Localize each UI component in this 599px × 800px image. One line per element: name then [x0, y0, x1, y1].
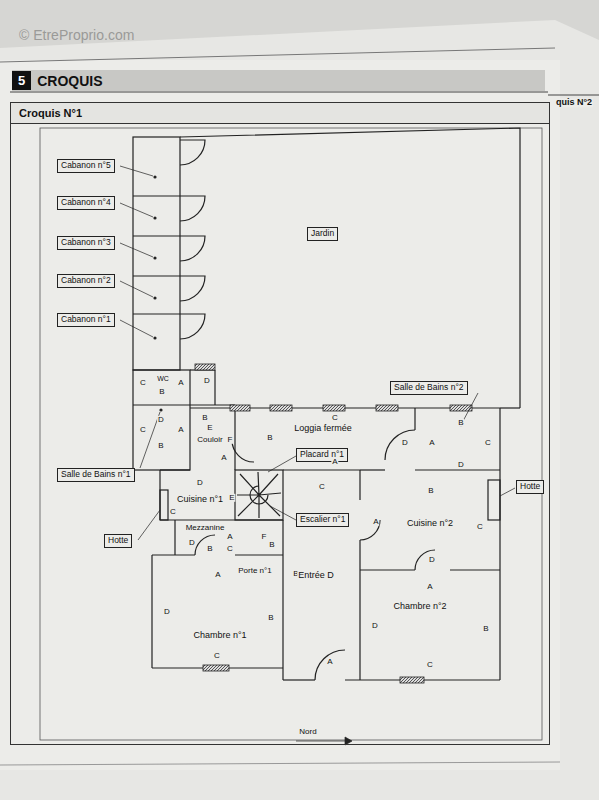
- plan-label: E: [228, 494, 235, 502]
- room-label-box: Cabanon n°2: [57, 274, 115, 288]
- plan-label: Chambre n°1: [192, 631, 247, 640]
- plan-label: A: [177, 426, 184, 434]
- plan-label: A: [326, 658, 333, 666]
- room-label-box: Hotte: [104, 534, 132, 548]
- watermark: © EtreProprio.com: [18, 28, 135, 43]
- box-label: Salle de Bains n°2: [394, 382, 464, 392]
- plan-label: C: [476, 523, 484, 531]
- plan-label: Porte n°1: [237, 567, 272, 575]
- plan-label: A: [331, 458, 338, 466]
- room-label-box: Escalier n°1: [296, 513, 349, 527]
- room-label-box: Cabanon n°3: [57, 236, 115, 250]
- plan-label: D: [401, 439, 409, 447]
- box-label: Cabanon n°4: [61, 197, 111, 207]
- room-label-box: Placard n°1: [296, 448, 348, 462]
- plan-label: C: [226, 545, 234, 553]
- box-label: Cabanon n°5: [61, 160, 111, 170]
- plan-label: WC: [156, 375, 170, 382]
- box-label: Jardin: [311, 228, 334, 238]
- plan-label: A: [177, 379, 184, 387]
- plan-label: B: [267, 614, 274, 622]
- plan-label: Chambre n°2: [392, 602, 447, 611]
- plan-label: D: [157, 416, 165, 424]
- next-sketch-title: quis N°2: [555, 98, 593, 107]
- plan-label: B: [206, 545, 213, 553]
- plan-label: B: [201, 414, 208, 422]
- box-label: Cabanon n°2: [61, 275, 111, 285]
- box-label: Cabanon n°1: [61, 314, 111, 324]
- room-label-box: Jardin: [307, 227, 338, 241]
- plan-label: D: [196, 479, 204, 487]
- section-title: CROQUIS: [37, 73, 102, 89]
- plan-label: C: [484, 439, 492, 447]
- section-band: 5 CROQUIS: [12, 70, 545, 91]
- plan-label: A: [214, 571, 221, 579]
- plan-label: C: [318, 483, 326, 491]
- plan-label: Cuisine n°2: [406, 519, 454, 528]
- box-label: Escalier n°1: [300, 514, 345, 524]
- plan-label: D: [163, 608, 171, 616]
- plan-label: A: [428, 439, 435, 447]
- plan-label: C: [139, 379, 147, 387]
- plan-label: B: [266, 434, 273, 442]
- plan-label: B: [427, 487, 434, 495]
- plan-label: C: [169, 508, 177, 516]
- plan-label: E: [206, 424, 213, 432]
- plan-label: B: [157, 442, 164, 450]
- section-number: 5: [12, 71, 31, 90]
- plan-label: Loggia fermée: [293, 424, 353, 433]
- plan-label: A: [220, 454, 227, 462]
- room-label-box: Cabanon n°1: [57, 313, 115, 327]
- plan-label: C: [331, 414, 339, 422]
- plan-label: Entrée D: [297, 571, 335, 580]
- panel-title: Croquis N°1: [11, 103, 549, 124]
- plan-label: F: [227, 436, 234, 444]
- plan-label: B: [482, 625, 489, 633]
- room-label-box: Salle de Bains n°2: [390, 381, 468, 395]
- room-label-box: Cabanon n°4: [57, 196, 115, 210]
- plan-label: A: [372, 518, 379, 526]
- box-label: Hotte: [520, 481, 540, 491]
- plan-label: D: [203, 377, 211, 385]
- plan-label: B: [158, 388, 165, 396]
- plan-label: D: [371, 622, 379, 630]
- plan-label: F: [261, 533, 268, 541]
- plan-label: B: [457, 419, 464, 427]
- box-label: Cabanon n°3: [61, 237, 111, 247]
- plan-label: D: [428, 556, 436, 564]
- plan-label: Nord: [298, 728, 317, 736]
- box-label: Hotte: [108, 535, 128, 545]
- room-label-box: Cabanon n°5: [57, 159, 115, 173]
- plan-label: D: [457, 461, 465, 469]
- sketch-panel: Croquis N°1Cabanon n°5Cabanon n°4Cabanon…: [10, 102, 550, 745]
- room-label-box: Hotte: [516, 480, 544, 494]
- plan-label: B: [268, 541, 275, 549]
- plan-label: Cuisine n°1: [176, 495, 224, 504]
- plan-label: A: [226, 533, 233, 541]
- box-label: Salle de Bains n°1: [61, 469, 131, 479]
- plan-label: C: [139, 426, 147, 434]
- plan-label: Couloir: [196, 436, 223, 444]
- room-label-box: Salle de Bains n°1: [57, 468, 135, 482]
- plan-label: D: [188, 539, 196, 547]
- plan-label: A: [426, 583, 433, 591]
- plan-label: C: [213, 652, 221, 660]
- plan-label: C: [426, 661, 434, 669]
- plan-label: Mezzanine: [185, 524, 226, 532]
